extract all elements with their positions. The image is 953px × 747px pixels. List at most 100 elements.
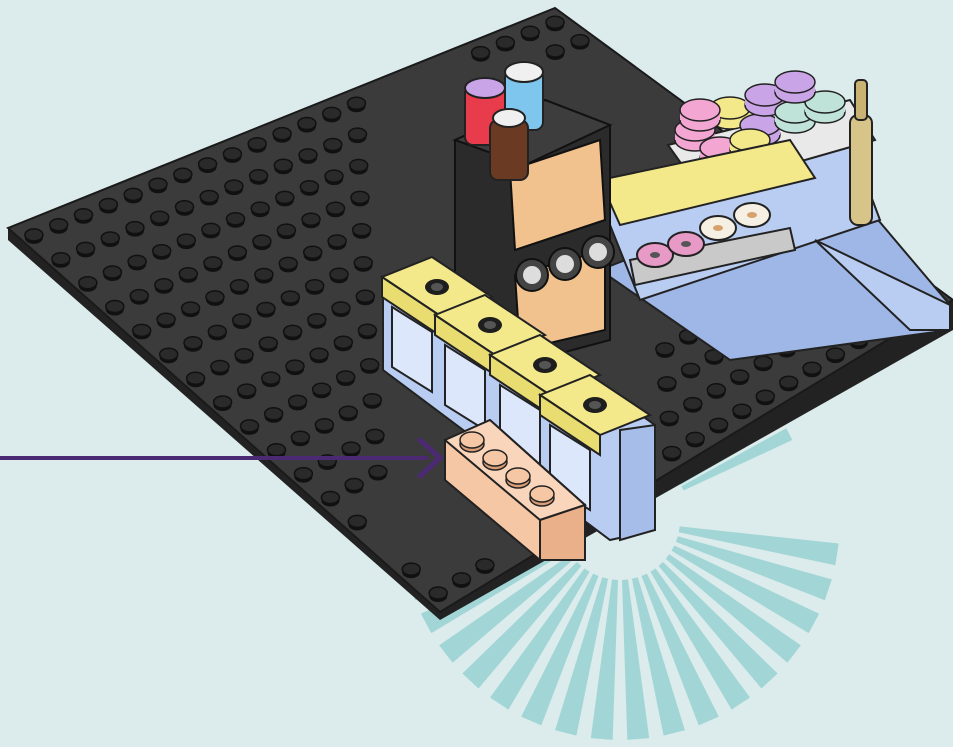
stud — [731, 370, 749, 385]
stud — [103, 266, 121, 281]
stud — [571, 35, 589, 50]
stud — [733, 404, 751, 419]
stud — [199, 158, 217, 173]
stud — [342, 442, 360, 457]
stud — [248, 138, 266, 153]
stud — [75, 209, 93, 224]
stud — [262, 372, 280, 387]
stud — [349, 128, 367, 143]
stud — [241, 420, 259, 435]
stud — [202, 223, 220, 238]
stud — [780, 376, 798, 391]
stud — [521, 26, 539, 41]
macaron — [680, 99, 720, 131]
stud — [310, 348, 328, 363]
stud — [330, 268, 348, 283]
stud — [356, 290, 374, 305]
stud — [710, 418, 728, 433]
stud — [348, 515, 366, 530]
stud — [52, 253, 70, 268]
stud — [79, 277, 97, 292]
stud — [324, 139, 342, 154]
stud — [281, 291, 299, 306]
stud — [337, 371, 355, 386]
stud — [754, 356, 772, 371]
stud — [304, 246, 322, 261]
stud — [187, 372, 205, 387]
stud — [133, 324, 151, 339]
stud — [345, 479, 363, 494]
stud — [286, 360, 304, 375]
stud — [453, 573, 471, 588]
stud — [686, 432, 704, 447]
stud — [546, 45, 564, 60]
stud — [157, 313, 175, 328]
stud — [327, 202, 345, 217]
stud — [176, 201, 194, 216]
stud — [149, 178, 167, 193]
stud — [298, 118, 316, 133]
stud — [128, 255, 146, 270]
brick-stud — [530, 486, 554, 506]
stud — [658, 377, 676, 392]
stud — [130, 290, 148, 305]
stud — [351, 191, 369, 206]
stud — [200, 191, 218, 206]
stud — [660, 411, 678, 426]
stud — [366, 429, 384, 444]
stud — [235, 349, 253, 364]
stud — [358, 324, 376, 339]
stud — [124, 188, 142, 203]
stud — [308, 314, 326, 329]
stud — [496, 37, 514, 52]
rolling-pin — [850, 80, 872, 225]
donut — [700, 216, 736, 240]
stud — [826, 348, 844, 363]
oven-dial — [549, 248, 581, 280]
stud — [279, 257, 297, 272]
stud — [546, 16, 564, 31]
donut — [668, 232, 704, 256]
stud — [284, 325, 302, 340]
stud — [302, 213, 320, 228]
stud — [402, 563, 420, 578]
stud — [204, 257, 222, 272]
stud — [756, 390, 774, 405]
stud — [223, 148, 241, 163]
stud — [325, 170, 343, 185]
stud — [233, 314, 251, 329]
stud — [265, 408, 283, 423]
stud — [225, 180, 243, 195]
stud — [334, 336, 352, 351]
stud — [182, 302, 200, 317]
stud — [354, 257, 372, 272]
stud — [276, 191, 294, 206]
donut — [734, 203, 770, 227]
stud — [99, 199, 117, 214]
stud — [227, 213, 245, 228]
stud — [682, 363, 700, 378]
stud — [257, 303, 275, 318]
stud — [255, 269, 273, 284]
stud — [101, 232, 119, 247]
stud — [339, 406, 357, 421]
macaron — [775, 71, 815, 103]
stud — [299, 149, 317, 164]
stud — [153, 245, 171, 260]
stud — [803, 362, 821, 377]
stud — [429, 587, 447, 602]
stud — [259, 337, 277, 352]
stud — [332, 302, 350, 317]
stud — [174, 168, 192, 183]
stud — [230, 280, 248, 295]
stud — [238, 384, 256, 399]
stud — [684, 398, 702, 413]
oven-dial — [516, 259, 548, 291]
oven-dial — [582, 236, 614, 268]
stud — [294, 468, 312, 483]
stud — [273, 128, 291, 143]
stud — [348, 97, 366, 112]
brick-stud — [460, 432, 484, 452]
stud — [214, 396, 232, 411]
stud — [321, 492, 339, 507]
